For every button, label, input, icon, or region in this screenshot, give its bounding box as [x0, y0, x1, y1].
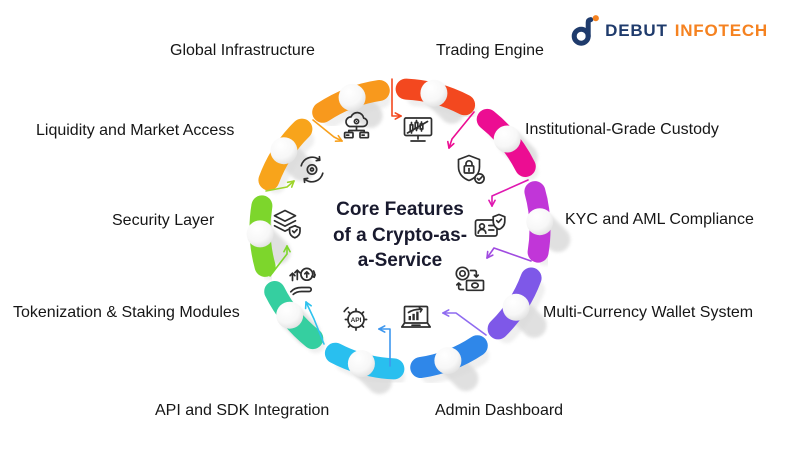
arrowhead-institutional-grade-custody — [448, 142, 455, 149]
arrowhead-security-layer — [286, 245, 291, 253]
feature-label-institutional-grade-custody: Institutional-Grade Custody — [525, 121, 719, 138]
junction-ball-liquidity-market-access — [270, 137, 298, 165]
arrowhead-multi-currency-wallet — [486, 254, 494, 259]
connector-arrow-multi-currency-wallet — [486, 247, 532, 262]
junction-ball-global-infrastructure — [338, 83, 366, 111]
junction-ball-tokenization-staking — [276, 301, 304, 329]
connector-arrow-security-layer — [269, 245, 288, 277]
brand-logo: DEBUT INFOTECH — [570, 13, 768, 49]
svg-text:API: API — [351, 317, 362, 324]
feature-label-global-infrastructure: Global Infrastructure — [170, 42, 315, 59]
id-card-shield-icon — [474, 213, 506, 237]
feature-label-multi-currency-wallet: Multi-Currency Wallet System — [543, 304, 754, 321]
brand-name-primary: DEBUT — [605, 21, 668, 40]
arrowhead-liquidity-market-access — [290, 180, 295, 188]
cloud-network-icon — [343, 111, 370, 139]
arrowhead-admin-dashboard — [442, 312, 450, 317]
arrowhead-liquidity-market-access — [286, 180, 295, 184]
connector-arrow-institutional-grade-custody — [448, 111, 475, 149]
hand-coin-growth-icon — [289, 267, 316, 296]
arrowhead-kyc-aml-compliance — [488, 199, 493, 207]
diagram-title-line: of a Crypto-as- — [332, 224, 468, 246]
arrowhead-tokenization-staking — [305, 301, 313, 307]
arrowhead-api-sdk-integration — [378, 328, 386, 333]
icon-layer: API — [273, 111, 506, 331]
brand-name-secondary: INFOTECH — [674, 21, 768, 40]
connector-arrow-global-infrastructure — [312, 119, 343, 142]
arrowhead-trading-engine — [394, 115, 402, 120]
feature-label-tokenization-staking: Tokenization & Staking Modules — [13, 304, 240, 321]
laptop-chart-icon — [400, 305, 432, 328]
feature-label-security-layer: Security Layer — [112, 212, 215, 229]
feature-label-api-sdk-integration: API and SDK Integration — [155, 402, 330, 419]
junction-ball-institutional-grade-custody — [493, 125, 521, 153]
feature-label-liquidity-market-access: Liquidity and Market Access — [36, 122, 235, 139]
junction-ball-admin-dashboard — [434, 347, 462, 375]
connector-arrow-admin-dashboard — [442, 312, 487, 336]
ball-layer — [246, 79, 554, 378]
candlestick-monitor-icon — [403, 117, 433, 142]
arrow-layer — [265, 78, 532, 367]
diagram-title: Core Features of a Crypto-as- a-Service — [290, 197, 510, 274]
shield-lock-icon — [457, 154, 485, 184]
layers-shield-icon — [273, 209, 301, 239]
arrowhead-institutional-grade-custody — [446, 140, 450, 149]
cycle-coin-icon — [300, 155, 324, 184]
arrowhead-global-infrastructure — [337, 134, 343, 142]
arrowhead-multi-currency-wallet — [486, 250, 489, 259]
feature-label-trading-engine: Trading Engine — [436, 42, 544, 59]
api-gear-icon: API — [343, 306, 368, 331]
junction-ball-kyc-aml-compliance — [526, 208, 554, 236]
connector-arrow-tokenization-staking — [305, 301, 325, 345]
arrowhead-api-sdk-integration — [378, 325, 386, 330]
arrowhead-security-layer — [283, 245, 288, 253]
connector-arrow-trading-engine — [391, 78, 402, 117]
connector-arrow-api-sdk-integration — [378, 328, 391, 367]
feature-label-admin-dashboard: Admin Dashboard — [435, 402, 564, 419]
connector-arrow-liquidity-market-access — [265, 180, 295, 192]
diagram-title-line: a-Service — [357, 250, 443, 271]
junction-ball-api-sdk-integration — [347, 350, 375, 378]
arrowhead-kyc-aml-compliance — [491, 199, 496, 207]
arrowhead-trading-engine — [394, 112, 402, 117]
arrowhead-admin-dashboard — [442, 309, 450, 314]
connector-arrow-kyc-aml-compliance — [491, 179, 529, 207]
feature-label-kyc-aml-compliance: KYC and AML Compliance — [565, 211, 754, 228]
junction-ball-multi-currency-wallet — [502, 293, 530, 321]
coin-cash-exchange-icon — [455, 266, 485, 292]
diagram-title-line: Core Features — [336, 199, 464, 220]
junction-ball-trading-engine — [420, 79, 448, 107]
brand-logo-mark — [571, 15, 600, 46]
junction-ball-security-layer — [246, 220, 274, 248]
